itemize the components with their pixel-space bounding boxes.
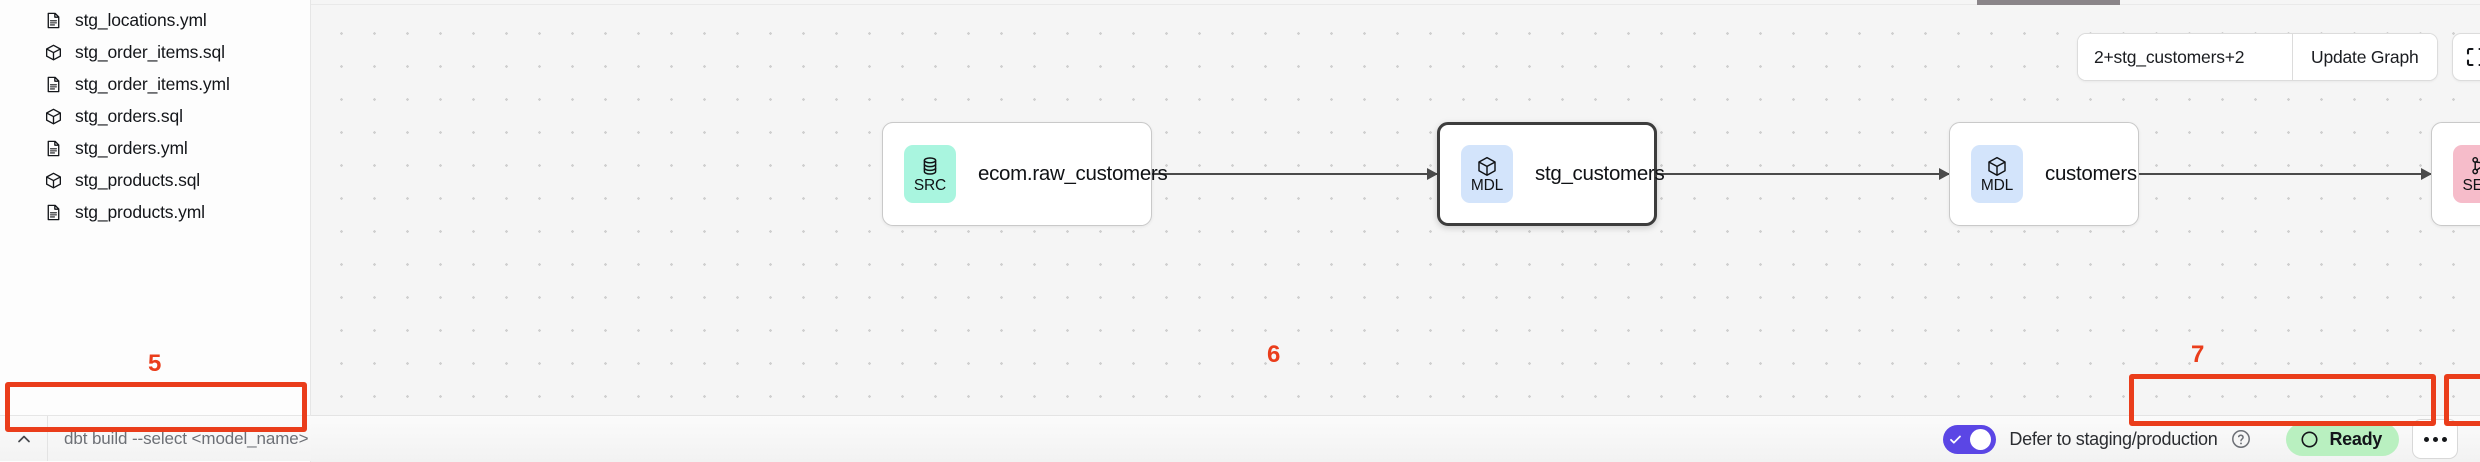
yml-file-icon bbox=[47, 204, 60, 220]
lineage-node[interactable]: SEM customers bbox=[2431, 122, 2480, 226]
status-control-group: Ready bbox=[2268, 419, 2458, 459]
lineage-node[interactable]: SRC ecom.raw_customers bbox=[882, 122, 1168, 226]
node-label: ecom.raw_customers bbox=[978, 162, 1168, 185]
file-tree-item[interactable]: stg_orders.yml bbox=[0, 132, 310, 164]
lineage-node[interactable]: MDL customers bbox=[1949, 122, 2139, 226]
lineage-edge bbox=[1657, 168, 1950, 180]
file-tree-item[interactable]: stg_order_items.sql bbox=[0, 36, 310, 68]
file-tree-item-label: stg_order_items.sql bbox=[75, 41, 225, 62]
database-icon bbox=[923, 157, 937, 175]
command-input[interactable]: dbt build --select <model_name> bbox=[64, 428, 309, 448]
semantic-icon bbox=[2472, 156, 2480, 175]
node-label: stg_customers bbox=[1535, 162, 1665, 185]
yml-file-icon bbox=[47, 76, 60, 92]
node-label: customers bbox=[2045, 162, 2137, 185]
command-bar-region: dbt build --select <model_name> bbox=[0, 0, 311, 462]
cube-icon bbox=[1478, 156, 1496, 176]
node-type-badge: MDL bbox=[1461, 145, 1513, 203]
sql-model-icon bbox=[45, 172, 62, 188]
graph-selector-group: 2+stg_customers+2 Update Graph bbox=[2077, 33, 2438, 81]
more-dot bbox=[2432, 436, 2438, 442]
file-tree-item-label: stg_orders.yml bbox=[75, 137, 188, 158]
chevron-up-icon bbox=[17, 435, 30, 442]
node-type-badge: MDL bbox=[1971, 145, 2023, 203]
node-type-badge: SRC bbox=[904, 145, 956, 203]
tab-underline bbox=[311, 4, 2480, 5]
yml-file-icon bbox=[47, 140, 60, 156]
more-dot bbox=[2441, 436, 2447, 442]
status-label: Ready bbox=[2329, 428, 2382, 449]
fullscreen-button[interactable] bbox=[2451, 33, 2480, 81]
graph-selector-input[interactable]: 2+stg_customers+2 bbox=[2078, 34, 2292, 80]
check-icon bbox=[1950, 435, 1962, 444]
toggle-knob bbox=[1970, 428, 1992, 450]
defer-label: Defer to staging/production bbox=[2009, 428, 2218, 449]
more-dot bbox=[2423, 436, 2429, 442]
status-circle-icon bbox=[2301, 430, 2318, 448]
node-type-label: MDL bbox=[1980, 176, 2014, 194]
file-tree-item-label: stg_locations.yml bbox=[75, 9, 207, 30]
help-circle-icon[interactable] bbox=[2230, 428, 2252, 450]
file-explorer-sidebar: stg_locations.yml stg_order_items.sql st… bbox=[0, 0, 311, 462]
lineage-edge bbox=[2139, 168, 2432, 180]
yml-file-icon bbox=[47, 12, 60, 28]
file-tree-item[interactable]: stg_order_items.yml bbox=[0, 68, 310, 100]
lineage-node[interactable]: MDL stg_customers bbox=[1437, 122, 1665, 226]
file-tree-item[interactable]: stg_orders.sql bbox=[0, 100, 310, 132]
more-options-button[interactable] bbox=[2412, 419, 2458, 459]
file-tree-item-label: stg_products.yml bbox=[75, 201, 205, 222]
status-badge[interactable]: Ready bbox=[2286, 422, 2399, 456]
node-type-badge: SEM bbox=[2453, 145, 2480, 203]
sql-model-icon bbox=[45, 108, 62, 124]
command-bar[interactable]: dbt build --select <model_name> bbox=[0, 415, 311, 461]
graph-toolbar: 2+stg_customers+2 Update Graph bbox=[2077, 33, 2480, 81]
active-tab-indicator bbox=[1977, 0, 2120, 5]
annotation-number: 6 bbox=[1267, 341, 1281, 368]
cube-icon bbox=[1988, 156, 2006, 176]
file-tree-item-label: stg_order_items.yml bbox=[75, 73, 230, 94]
defer-toggle[interactable] bbox=[1943, 424, 1997, 454]
annotation-number: 7 bbox=[2191, 341, 2205, 368]
file-tree: stg_locations.yml stg_order_items.sql st… bbox=[0, 0, 310, 228]
file-tree-item[interactable]: stg_locations.yml bbox=[0, 4, 310, 36]
node-type-label: SEM bbox=[2462, 176, 2480, 194]
node-type-label: MDL bbox=[1470, 176, 1504, 194]
file-tree-item-label: stg_products.sql bbox=[75, 169, 201, 190]
status-bar: Defer to staging/production Ready bbox=[311, 415, 2480, 462]
lineage-graph-panel: SRC ecom.raw_customers MDL stg_customers… bbox=[311, 0, 2480, 462]
lineage-edge bbox=[1152, 168, 1438, 180]
fullscreen-icon bbox=[2466, 47, 2480, 67]
node-type-label: SRC bbox=[913, 176, 947, 194]
file-tree-item[interactable]: stg_products.yml bbox=[0, 196, 310, 228]
file-tree-item-label: stg_orders.sql bbox=[75, 105, 183, 126]
defer-control-group: Defer to staging/production bbox=[1927, 424, 2268, 454]
file-tree-item[interactable]: stg_products.sql bbox=[0, 164, 310, 196]
sql-model-icon bbox=[45, 44, 62, 60]
annotation-number: 5 bbox=[148, 350, 162, 377]
command-bar-expand-button[interactable] bbox=[0, 416, 48, 461]
update-graph-button[interactable]: Update Graph bbox=[2292, 34, 2437, 80]
